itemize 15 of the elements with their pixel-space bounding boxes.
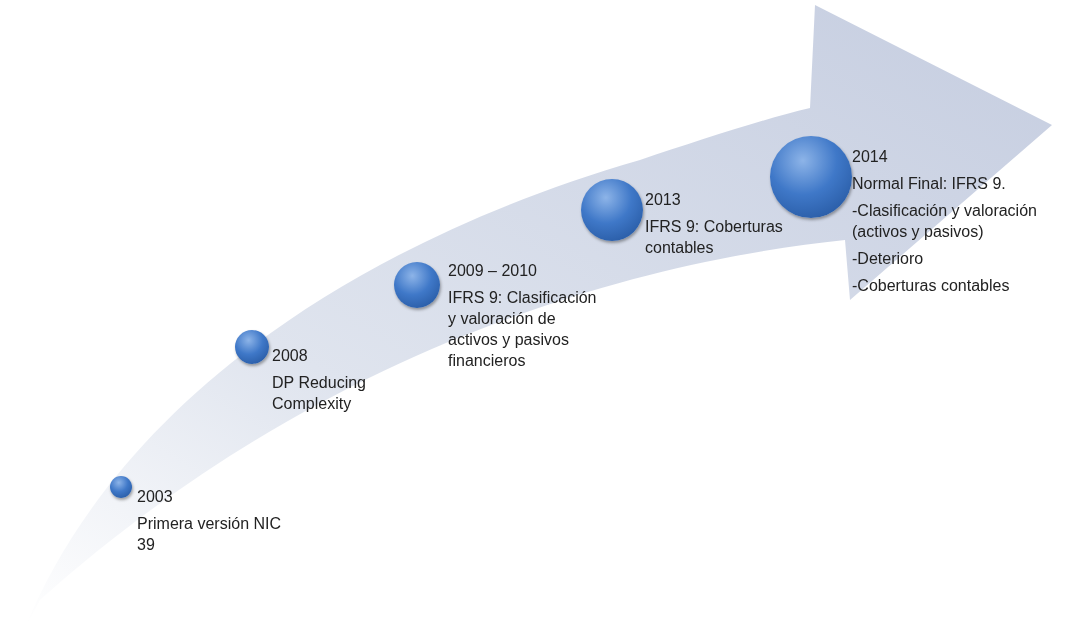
year-label: 2003 (137, 487, 174, 507)
milestone-circle (235, 330, 269, 364)
milestone-description: -Deterioro (852, 249, 925, 269)
milestone-description: IFRS 9: Clasificación y valoración de activos y pasivos financieros (448, 288, 598, 371)
year-label: 2008 (272, 346, 309, 366)
milestone-description: -Coberturas contables (852, 276, 1011, 296)
milestone-circle (110, 476, 132, 498)
milestone-description: IFRS 9: Coberturas contables (645, 217, 784, 258)
milestone-description: Primera versión NIC 39 (137, 514, 283, 555)
milestone-description: -Clasificación y valoración (activos y pasivos) (852, 201, 1038, 242)
year-label: 2013 (645, 190, 682, 210)
year-label: 2009 – 2010 (448, 261, 538, 281)
milestone-description: DP Reducing Complexity (272, 373, 367, 414)
year-label: 2014 (852, 147, 889, 167)
milestone-description: Normal Final: IFRS 9. (852, 174, 1007, 194)
